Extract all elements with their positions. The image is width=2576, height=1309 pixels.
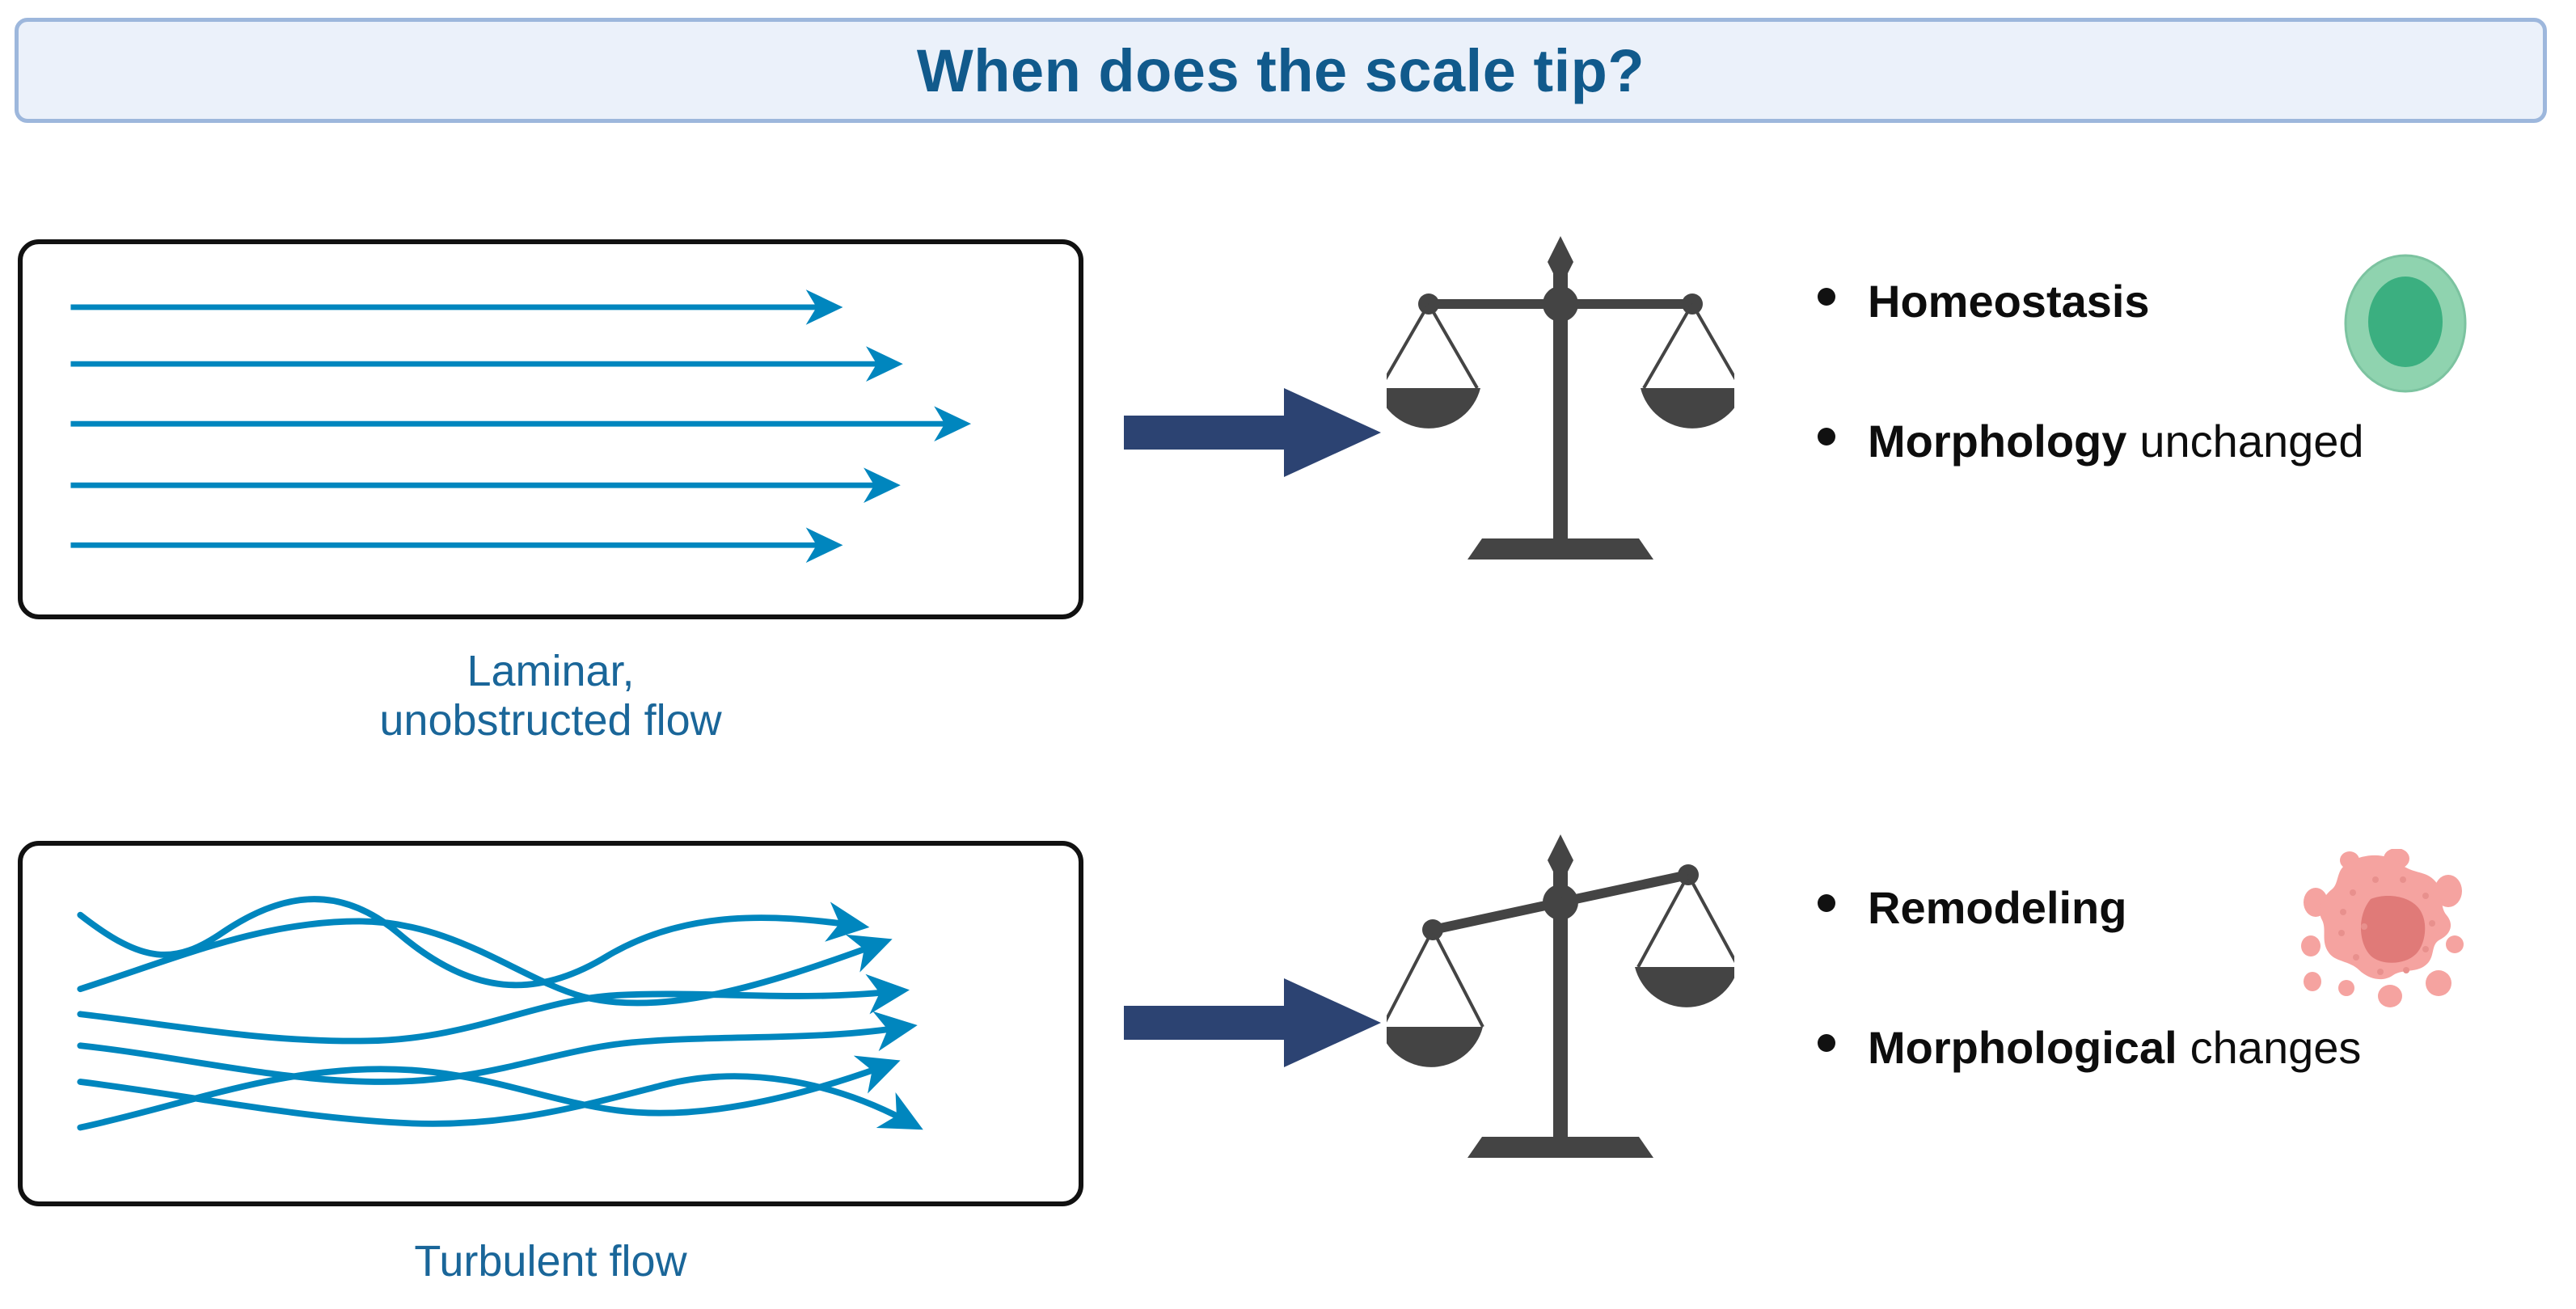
scale-pan-right [1635,874,1734,1007]
balance-scale-balanced [1387,236,1734,559]
scale-pan-left [1387,929,1484,1067]
turbulent-flow-box [18,841,1083,1206]
laminar-caption: Laminar, unobstructed flow [18,647,1083,745]
bullet-rest-text: changes [2190,1022,2362,1073]
cell-nucleus [2368,277,2443,367]
cell-granules [2338,876,2435,975]
healthy-cell-icon [2344,254,2467,393]
list-item: Morphological changes [1818,1021,2576,1074]
transition-arrow-bottom [1124,978,1381,1067]
balance-scale-tipped [1387,834,1734,1158]
damaged-cell-icon [2301,849,2464,1007]
laminar-streamlines-svg [70,289,972,564]
outcomes-list-top: Homeostasis Morphology unchanged [1818,275,2576,467]
turbulent-streamline-group [77,896,923,1131]
laminar-caption-line1: Laminar, [467,647,635,695]
page-title: When does the scale tip? [916,36,1645,104]
bullet-dot-icon [1818,428,1835,445]
bullet-dot-icon [1818,1034,1835,1052]
laminar-flow-box [18,239,1083,619]
cell-nucleus [2360,896,2426,963]
list-item: Remodeling [1818,881,2576,934]
turbulent-curve-4 [77,1011,918,1085]
bullet-strong-text: Remodeling [1868,882,2127,933]
turbulent-streamlines-svg [77,896,923,1131]
bullet-strong-text: Morphology [1868,416,2127,467]
turbulent-curve-6 [77,1073,923,1130]
laminar-caption-line2: unobstructed flow [379,696,722,745]
turbulent-curve-3 [77,973,910,1045]
scale-column [1553,272,1568,538]
scale-base [1467,538,1653,559]
turbulent-curve-5 [77,1055,901,1131]
list-item: Homeostasis [1818,275,2576,327]
title-banner: When does the scale tip? [15,18,2547,123]
scale-pan-right [1641,303,1734,429]
turbulent-caption-line1: Turbulent flow [414,1237,687,1286]
turbulent-curve-2 [77,918,893,1007]
bullet-dot-icon [1818,288,1835,306]
outcomes-list-bottom: Remodeling Morphological changes [1818,881,2576,1074]
bullet-strong-text: Morphological [1868,1022,2177,1073]
scale-pan-left [1387,303,1480,429]
turbulent-caption: Turbulent flow [18,1237,1083,1286]
bullet-dot-icon [1818,894,1835,912]
list-item: Morphology unchanged [1818,415,2576,467]
scale-column [1553,870,1568,1137]
transition-arrow-top [1124,388,1381,477]
bullet-strong-text: Homeostasis [1868,276,2150,327]
laminar-streamline-group [70,289,972,564]
scale-base [1467,1137,1653,1158]
bullet-rest-text: unchanged [2139,416,2364,467]
